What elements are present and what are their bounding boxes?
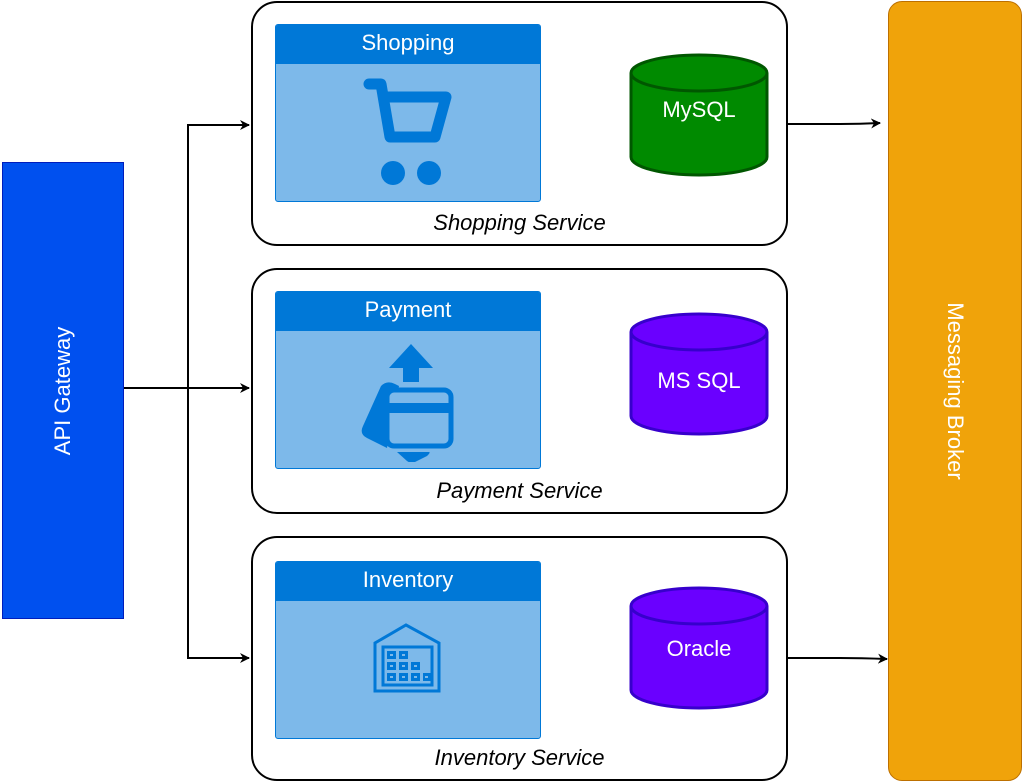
edge-shopping-to-broker xyxy=(788,118,881,129)
edge-gateway-to-inventory xyxy=(187,388,250,663)
payment-database-label: MS SQL xyxy=(657,368,741,393)
inventory-component[interactable]: Inventory xyxy=(275,561,541,739)
shopping-component[interactable]: Shopping xyxy=(275,24,541,202)
inventory-service-caption: Inventory Service xyxy=(434,745,605,770)
payment-database[interactable]: MS SQL xyxy=(629,312,769,444)
payment-component-title: Payment xyxy=(276,292,540,331)
shopping-database-label: MySQL xyxy=(662,97,736,122)
payment-service-caption: Payment Service xyxy=(436,478,603,503)
shopping-service[interactable]: Shopping MySQL Shopping Service xyxy=(251,1,788,246)
edge-gateway-to-shopping xyxy=(187,120,250,388)
messaging-broker-label: Messaging Broker xyxy=(943,302,968,480)
inventory-database[interactable]: Oracle xyxy=(629,586,769,718)
edge-inventory-to-broker xyxy=(788,653,888,664)
messaging-broker[interactable]: Messaging Broker xyxy=(888,1,1022,781)
api-gateway-label: API Gateway xyxy=(50,326,75,455)
shopping-database[interactable]: MySQL xyxy=(629,53,769,185)
shopping-cart-icon xyxy=(363,78,452,185)
payment-component[interactable]: Payment xyxy=(275,291,541,469)
inventory-component-title: Inventory xyxy=(276,562,540,601)
inventory-service[interactable]: Inventory Oracle Inventory Service xyxy=(251,536,788,781)
payment-service[interactable]: Payment MS SQL Payment Service xyxy=(251,268,788,514)
credit-card-payment-icon xyxy=(361,344,454,462)
shopping-component-title: Shopping xyxy=(276,25,540,64)
api-gateway[interactable]: API Gateway xyxy=(2,162,124,619)
inventory-database-label: Oracle xyxy=(666,636,732,661)
warehouse-icon xyxy=(373,623,441,693)
shopping-service-caption: Shopping Service xyxy=(433,210,606,235)
